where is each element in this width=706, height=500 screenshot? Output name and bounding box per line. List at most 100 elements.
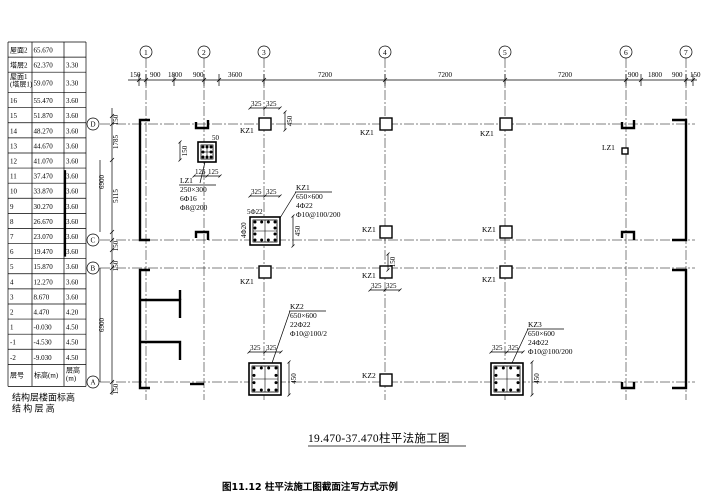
kz2-section-rebar	[274, 388, 278, 392]
section-dim-label: 150	[389, 256, 397, 267]
label-kz2-4a: KZ2	[362, 371, 376, 380]
table-floor-label: 13	[10, 142, 18, 150]
kz3-section-rebar	[516, 388, 520, 392]
table-floor-label: -2	[10, 354, 16, 362]
kz3-section-rebar	[494, 366, 498, 370]
dim-left-label: 150	[112, 383, 120, 394]
table-floor-label: 2	[10, 309, 14, 317]
table-floor-label: 6	[10, 248, 14, 256]
section-dim-label: 450	[290, 373, 298, 384]
labels: KZ1 KZ1 KZ1 KZ1 KZ1 KZ1 KZ1 KZ1 KZ2 LZ1	[240, 126, 615, 380]
kz1-section-rebar	[253, 238, 257, 242]
dim-tick	[291, 214, 295, 218]
wall-l-6c	[620, 230, 636, 240]
axis-bubble-C	[86, 233, 100, 247]
dim-tick	[178, 158, 182, 162]
kz3-section-rebar	[509, 388, 513, 392]
dim-top-label: 1800	[648, 71, 663, 79]
dim-tick	[505, 350, 509, 354]
axis-bubble-6	[619, 45, 633, 59]
axis-bubble-3	[257, 45, 271, 59]
label-kz1-5b: KZ1	[482, 275, 496, 284]
kz2-callout-line-0: KZ2	[290, 302, 304, 311]
figure-caption: 图11.12 柱平法施工图截面注写方式示例	[222, 481, 398, 493]
kz2-callout-line-1: 650×600	[290, 311, 317, 320]
dim-tick	[192, 174, 196, 178]
kz3-section-rebar	[494, 388, 498, 392]
table-floor-label: 塔层2	[10, 61, 28, 70]
kz1-callout-line-2: 4Φ22	[296, 201, 313, 210]
kz1-section-rebar	[273, 226, 277, 230]
kz1-callout-line-3: Φ10@100/200	[296, 210, 341, 219]
dim-top-label: 900	[672, 71, 683, 79]
dim-tick	[109, 389, 115, 395]
section-dim-label: 450	[533, 373, 541, 384]
walls	[138, 118, 688, 390]
kz3-callout-line-3: Φ10@100/200	[528, 347, 573, 356]
table-floor-label: 8	[10, 218, 14, 226]
dim-tick	[263, 106, 267, 110]
dim-tick	[283, 110, 287, 114]
dim-left-label: 1785	[112, 135, 120, 150]
kz3-section-rebar	[516, 373, 520, 377]
dim-tick	[383, 288, 387, 292]
table-height: 3.60	[66, 142, 79, 150]
table-height: 3.30	[66, 62, 79, 70]
dim-tick	[530, 360, 534, 364]
axis-bubble-A	[86, 375, 100, 389]
table-elevation: 59.070	[34, 79, 54, 87]
callouts: LZ1250×3006Φ16Φ8@200KZ1650×6004Φ22Φ10@10…	[179, 161, 573, 364]
kz1-section-rebar	[260, 238, 264, 242]
dim-tick	[109, 229, 115, 235]
section-dim-label: 325	[386, 282, 397, 290]
column-5b	[499, 265, 513, 279]
table-height: 3.60	[66, 293, 79, 301]
table-height: 3.30	[66, 79, 79, 87]
dim-tick	[398, 288, 402, 292]
kz3-section-rebar	[501, 388, 505, 392]
kz1-section-rebar	[273, 232, 277, 236]
table-elevation: 44.670	[34, 142, 54, 150]
table-floor-label: 3	[10, 293, 14, 301]
wall-right-lower	[672, 268, 688, 390]
table-elevation: 33.870	[34, 188, 54, 196]
kz3-section-rebar	[494, 381, 498, 385]
axis-label-C: C	[91, 237, 96, 245]
wall-right-upper	[672, 118, 688, 242]
table-height: 3.60	[66, 203, 79, 211]
dim-top-label: 7200	[318, 71, 333, 79]
axis-bubble-B	[86, 261, 100, 275]
kz2-section-rebar	[259, 366, 263, 370]
dim-top-label: 7200	[438, 71, 453, 79]
dim-tick	[218, 174, 222, 178]
lz1-dim-50: 50	[212, 134, 220, 142]
dim-tick	[386, 252, 390, 256]
table-floor-label: 15	[10, 112, 18, 120]
kz2-section-rebar	[274, 381, 278, 385]
kz3-callout-line-2: 24Φ22	[528, 338, 549, 347]
dim-tick	[109, 113, 115, 119]
column-3b	[258, 265, 272, 279]
table-footer-2: 结 构 层 高	[12, 402, 55, 413]
table-floor-label: 14	[10, 127, 18, 135]
dim-tick	[247, 350, 251, 354]
label-kz1-4d: KZ1	[360, 128, 374, 137]
column-4c	[379, 225, 393, 239]
dim-tick	[109, 379, 115, 385]
table-floor-label: 屋面1	[10, 73, 28, 81]
column-lz1	[621, 147, 629, 155]
label-kz1-4c: KZ1	[362, 225, 376, 234]
kz3-section-rebar	[501, 366, 505, 370]
section-dim-label: 325	[492, 344, 503, 352]
lz1-callout-leader	[199, 161, 206, 184]
table-floor-label: 屋面2	[10, 47, 28, 55]
lz1-section-rebar	[209, 155, 213, 159]
kz1-section-rebar	[266, 220, 270, 224]
kz1-callout-line-0: KZ1	[296, 183, 310, 192]
axis-label-D: D	[91, 121, 96, 129]
axis-label-2: 2	[202, 48, 206, 57]
table-height: 4.50	[66, 339, 79, 347]
table-elevation: 23.070	[34, 233, 54, 241]
wall-l-6a	[620, 382, 636, 390]
